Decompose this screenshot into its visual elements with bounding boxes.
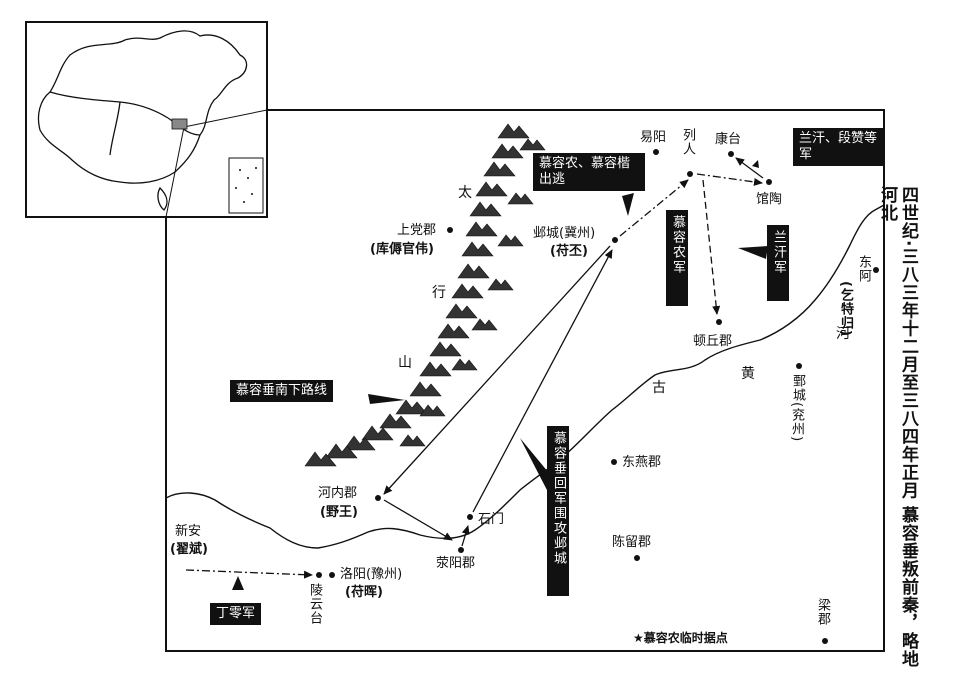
label-shangdang-holder: (库傉官伟) — [370, 242, 434, 257]
route-xingyang-to-shimen — [461, 525, 470, 547]
label-luoyang-holder: (苻晖) — [345, 585, 383, 600]
label-luoyang: 洛阳(豫州) — [340, 567, 403, 582]
route-dingling — [185, 569, 313, 579]
inset-islands — [235, 167, 257, 203]
route-nong-escape — [619, 179, 689, 237]
label-donge: 东阿 — [856, 255, 871, 283]
callout-lanhan-army: 兰汗军 — [767, 225, 789, 301]
callout-murong-nong-escape: 慕容农、慕容楷出逃 — [533, 153, 645, 191]
label-chenliu: 陈留郡 — [612, 535, 652, 550]
label-xinan: 新安 — [175, 524, 202, 539]
label-shimen: 石门 — [478, 512, 505, 527]
label-lingyuntai: 陵云台 — [307, 583, 322, 625]
label-juancheng-note: (兖州) — [789, 402, 804, 443]
label-yiyang: 易阳 — [640, 130, 667, 145]
callout-south-route: 慕容垂南下路线 — [230, 380, 334, 402]
title-line-1: 四世纪·三八三年十二月至三八四年正月 — [898, 186, 918, 500]
callout-lanhan-duanzan: 兰汗、段赞等军 — [793, 128, 883, 166]
label-river-he: 河 — [836, 326, 850, 342]
label-dongyan: 东燕郡 — [622, 455, 662, 470]
route-lanhan-to-dunqiu — [702, 179, 721, 315]
title-line-2: 慕容垂叛前秦，略地河北 — [877, 186, 918, 669]
label-lieren: 列人 — [680, 128, 695, 156]
label-xingyang: 荥阳郡 — [436, 556, 476, 571]
route-nong-army — [696, 173, 763, 186]
callout-siege: 慕容垂回军围攻邺城 — [547, 426, 569, 596]
route-henei-to-xingyang — [383, 499, 453, 541]
label-henei: 河内郡 — [318, 486, 358, 501]
taihang-mountains — [304, 123, 546, 467]
inset-south-sea-box — [228, 157, 264, 214]
label-xinan-holder: (翟斌) — [170, 542, 208, 557]
label-yecheng: 邺城(冀州) — [533, 226, 596, 241]
inset-frame — [25, 21, 268, 218]
map-title: 四世纪·三八三年十二月至三八四年正月 慕容垂叛前秦，略地河北 — [876, 186, 918, 677]
label-kangtai: 康台 — [715, 132, 742, 147]
route-shimen-to-ye — [472, 249, 613, 513]
label-yecheng-holder: (苻丕) — [550, 244, 588, 259]
route-ye-to-henei — [383, 245, 611, 495]
inset-china-outline — [37, 30, 248, 211]
label-guantao: 馆陶 — [756, 192, 783, 207]
label-dunqiu: 顿丘郡 — [693, 334, 733, 349]
label-donge-holder: (乞特归) — [838, 281, 853, 337]
label-liang: 梁郡 — [815, 598, 830, 626]
label-taihang-1: 太 — [458, 185, 472, 201]
inset-connector-top — [183, 109, 268, 128]
label-shangdang: 上党郡 — [397, 223, 437, 238]
route-lanhan-duanzan — [735, 157, 764, 179]
callout-dingling-army: 丁零军 — [210, 603, 262, 625]
callout-murong-nong-army: 慕容农军 — [666, 210, 688, 306]
place-dots — [316, 149, 879, 644]
label-taihang-2: 行 — [432, 285, 446, 301]
label-taihang-3: 山 — [398, 355, 412, 371]
label-henei-holder: (野王) — [320, 505, 358, 520]
map-legend: ★慕容农临时据点 — [633, 631, 728, 645]
map-frame — [165, 109, 885, 652]
label-river-huang: 黄 — [741, 366, 755, 382]
label-juancheng: 鄄城 — [790, 374, 805, 402]
inset-region-marker — [171, 118, 188, 130]
label-river-gu: 古 — [652, 380, 666, 396]
